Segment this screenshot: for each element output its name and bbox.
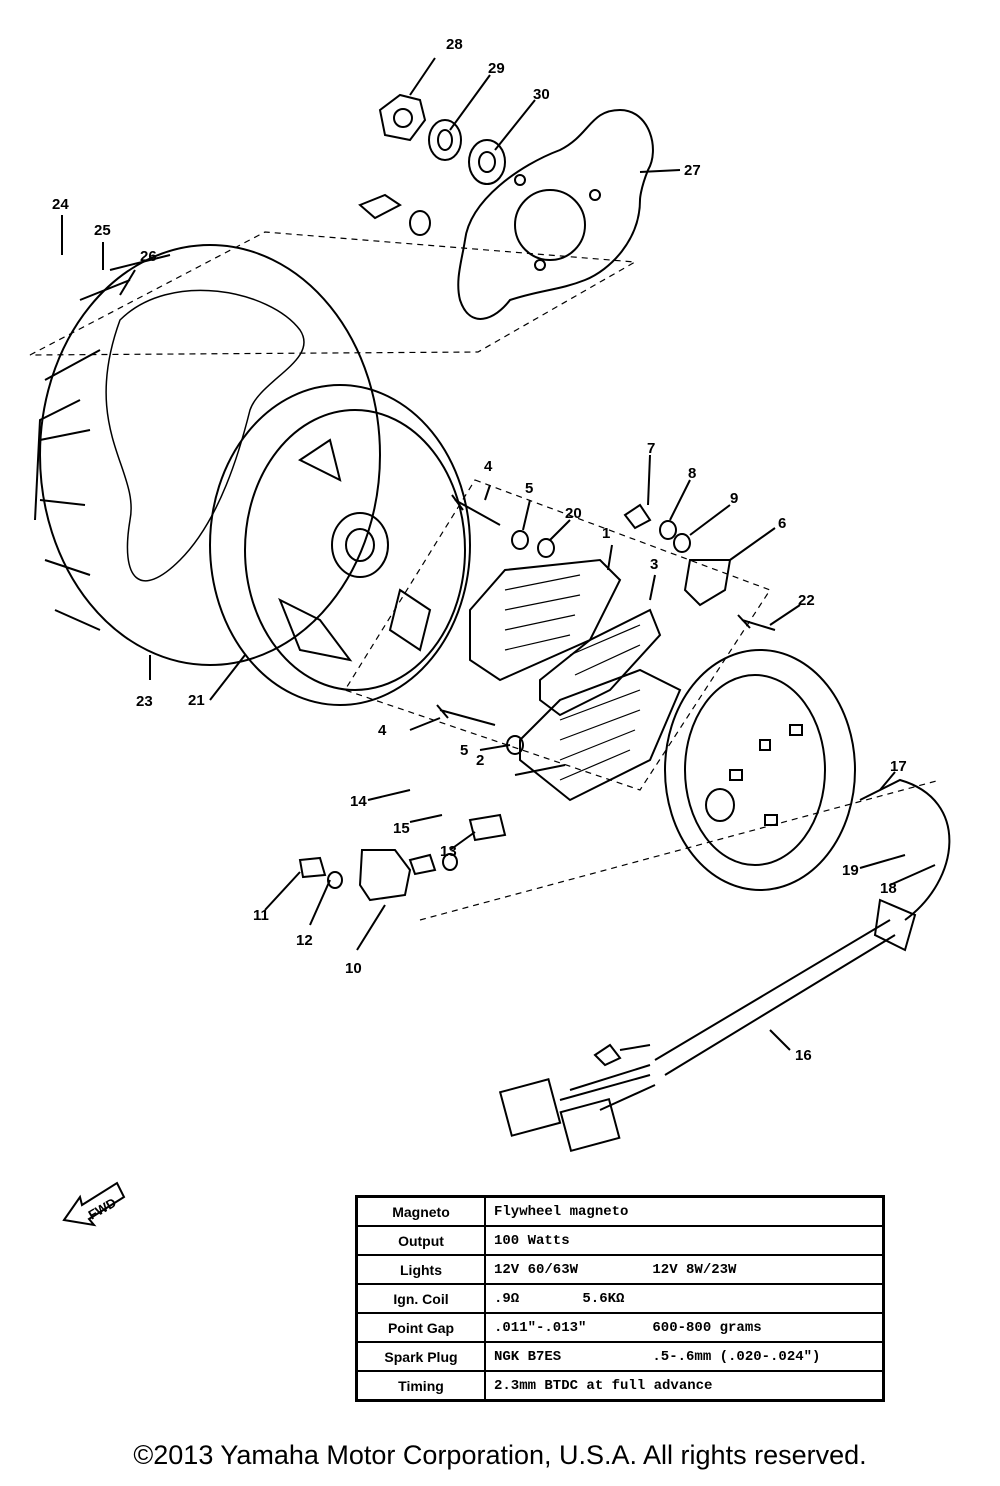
spec-row: Magneto Flywheel magneto bbox=[355, 1195, 885, 1227]
assembly-outline-upper bbox=[29, 231, 637, 356]
callout-13: 13 bbox=[440, 843, 457, 860]
washer-29 bbox=[428, 119, 462, 161]
callout-4-lower: 4 bbox=[378, 722, 387, 739]
spec-value: 2.3mm BTDC at full advance bbox=[484, 1370, 885, 1402]
spec-key: Ign. Coil bbox=[355, 1283, 486, 1314]
spec-value: 12V 60/63W 12V 8W/23W bbox=[484, 1254, 885, 1285]
spec-row: Output 100 Watts bbox=[355, 1225, 885, 1256]
breaker-points-6 bbox=[683, 559, 732, 607]
callout-17: 17 bbox=[890, 758, 907, 775]
spec-key: Magneto bbox=[355, 1195, 486, 1227]
callout-16: 16 bbox=[795, 1047, 812, 1064]
flywheel-fan-23 bbox=[39, 244, 381, 666]
spec-key: Output bbox=[355, 1225, 486, 1256]
condenser-clamp-13 bbox=[468, 813, 507, 842]
condenser-10 bbox=[358, 849, 412, 902]
callout-10: 10 bbox=[345, 960, 362, 977]
spec-row: Point Gap .011"-.013" 600-800 grams bbox=[355, 1312, 885, 1343]
spec-value: Flywheel magneto bbox=[484, 1195, 885, 1227]
rotor-21 bbox=[209, 384, 471, 706]
stator-plate bbox=[664, 649, 856, 891]
washer-30 bbox=[468, 139, 506, 185]
callout-24: 24 bbox=[52, 196, 69, 213]
spec-value: NGK B7ES .5-.6mm (.020-.024") bbox=[484, 1341, 885, 1372]
callout-25: 25 bbox=[94, 222, 111, 239]
coil-3 bbox=[539, 608, 662, 717]
spec-key: Spark Plug bbox=[355, 1341, 486, 1372]
callout-8: 8 bbox=[688, 465, 697, 482]
forward-arrow-icon: FWD bbox=[62, 1175, 132, 1235]
coil-1 bbox=[469, 558, 622, 682]
callout-28: 28 bbox=[446, 36, 463, 53]
spec-value: .9Ω 5.6KΩ bbox=[484, 1283, 885, 1314]
callout-27: 27 bbox=[684, 162, 701, 179]
callout-5-lower: 5 bbox=[460, 742, 469, 759]
spec-row: Ign. Coil .9Ω 5.6KΩ bbox=[355, 1283, 885, 1314]
spec-value: 100 Watts bbox=[484, 1225, 885, 1256]
callout-19: 19 bbox=[842, 862, 859, 879]
screw-4-upper bbox=[451, 494, 501, 526]
plate-27 bbox=[457, 108, 654, 320]
callout-15: 15 bbox=[393, 820, 410, 837]
callout-18: 18 bbox=[880, 880, 897, 897]
callout-22: 22 bbox=[798, 592, 815, 609]
callout-4-upper: 4 bbox=[484, 458, 493, 475]
callout-2: 2 bbox=[476, 752, 485, 769]
exploded-parts-diagram bbox=[29, 57, 951, 1153]
callout-20: 20 bbox=[565, 505, 582, 522]
callout-23: 23 bbox=[136, 693, 153, 710]
callout-6: 6 bbox=[778, 515, 787, 532]
callout-12: 12 bbox=[296, 932, 313, 949]
callout-7: 7 bbox=[647, 440, 656, 457]
coil-2 bbox=[519, 668, 682, 802]
callout-3: 3 bbox=[650, 556, 659, 573]
spec-key: Point Gap bbox=[355, 1312, 486, 1343]
callout-26: 26 bbox=[140, 248, 157, 265]
spec-table: Magneto Flywheel magneto Output 100 Watt… bbox=[355, 1195, 885, 1402]
callout-5-upper: 5 bbox=[525, 480, 534, 497]
spec-value: .011"-.013" 600-800 grams bbox=[484, 1312, 885, 1343]
callout-21: 21 bbox=[188, 692, 205, 709]
assembly-outline-coils bbox=[344, 479, 771, 791]
spec-row: Lights 12V 60/63W 12V 8W/23W bbox=[355, 1254, 885, 1285]
spec-key: Timing bbox=[355, 1370, 486, 1402]
spec-row: Timing 2.3mm BTDC at full advance bbox=[355, 1370, 885, 1402]
callout-9: 9 bbox=[730, 490, 739, 507]
spec-row: Spark Plug NGK B7ES .5-.6mm (.020-.024") bbox=[355, 1341, 885, 1372]
spec-key: Lights bbox=[355, 1254, 486, 1285]
copyright-notice: ©2013 Yamaha Motor Corporation, U.S.A. A… bbox=[133, 1440, 867, 1470]
callout-29: 29 bbox=[488, 60, 505, 77]
wire-harness-16 bbox=[654, 919, 896, 1076]
callout-30: 30 bbox=[533, 86, 550, 103]
callout-14: 14 bbox=[350, 793, 367, 810]
callout-1: 1 bbox=[602, 525, 611, 542]
callout-11: 11 bbox=[253, 907, 269, 924]
nut-28 bbox=[378, 93, 427, 142]
